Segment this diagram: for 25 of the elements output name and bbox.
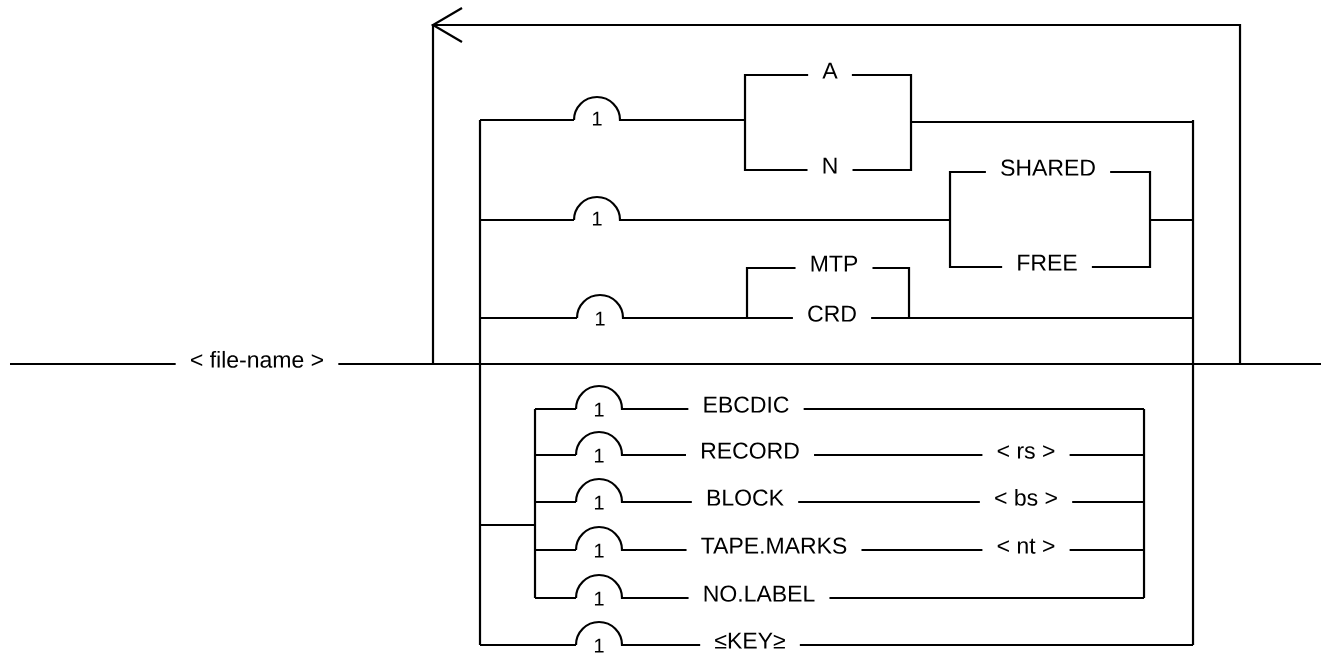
- keyword-text: NO.LABEL: [704, 585, 815, 602]
- parameter-text: < nt >: [997, 538, 1055, 554]
- count-label: 1: [592, 111, 602, 126]
- count-label: 1: [594, 495, 604, 510]
- count-label: 1: [594, 591, 604, 606]
- count-label: 1: [595, 311, 605, 326]
- parameter-text: < rs >: [997, 445, 1055, 459]
- parameter-text: < file-name >: [191, 350, 323, 368]
- count-label: 1: [594, 543, 604, 558]
- count-label: 1: [594, 402, 604, 417]
- keyword-text: A: [822, 62, 838, 79]
- keyword-text: CRD: [808, 305, 856, 322]
- keyword-text: ≤KEY≥: [715, 632, 785, 649]
- keyword-text: BLOCK: [707, 489, 784, 506]
- keyword-text: TAPE.MARKS: [701, 537, 847, 554]
- count-label: 1: [594, 638, 604, 653]
- keyword-text: SHARED: [1001, 159, 1095, 176]
- count-label: 1: [592, 211, 602, 226]
- keyword-text: N: [823, 157, 837, 174]
- count-label: 1: [594, 448, 604, 463]
- keyword-text: EBCDIC: [704, 396, 789, 413]
- keyword-text: MTP: [811, 255, 858, 272]
- keyword-text: RECORD: [702, 442, 799, 459]
- keyword-text: FREE: [1018, 254, 1077, 271]
- parameter-text: < bs >: [995, 488, 1057, 506]
